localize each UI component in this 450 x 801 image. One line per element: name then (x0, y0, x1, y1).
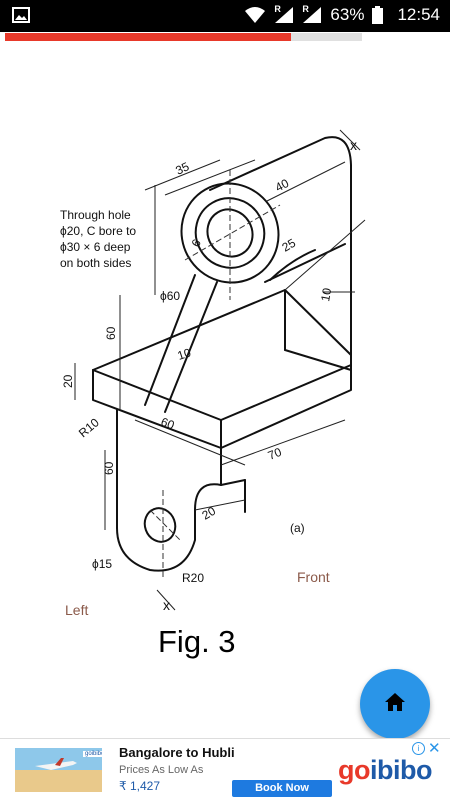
dim-phi15: ϕ15 (92, 557, 112, 571)
ad-price: ₹ 1,427 (119, 779, 160, 793)
note-line-3: ϕ30 × 6 deep (60, 240, 131, 254)
ad-logo: goibibo (338, 755, 432, 786)
image-icon (12, 6, 30, 24)
note-line-1: Through hole (60, 208, 131, 222)
ad-thumbnail: goibibo (15, 748, 102, 792)
isometric-drawing: 35 40 25 10 6 60 ϕ60 10 20 R10 60 60 70 … (60, 129, 366, 618)
dim-70: 70 (266, 445, 284, 463)
dim-60a: 60 (104, 326, 118, 340)
battery-icon (372, 6, 384, 24)
signal-icon: R (274, 4, 294, 24)
sublabel-a: (a) (290, 521, 305, 535)
dim-R10: R10 (76, 415, 102, 440)
dim-10a: 10 (318, 287, 334, 303)
ad-info-icon[interactable]: i (412, 742, 425, 755)
view-left: Left (65, 602, 88, 618)
ad-thumb-brand: goibibo (83, 751, 102, 757)
network-badge: R (274, 4, 281, 14)
progress-fill (5, 33, 291, 41)
ad-logo-part1: go (338, 755, 371, 785)
dim-60c: 60 (102, 461, 116, 475)
dim-40: 40 (273, 176, 292, 195)
note-line-2: ϕ20, C bore to (60, 224, 136, 238)
axis-x-bottom: x (163, 597, 170, 613)
ad-close-icon[interactable]: ✕ (428, 740, 441, 757)
home-icon (384, 692, 406, 717)
dim-phi60: ϕ60 (160, 289, 180, 303)
dim-60b: 60 (159, 415, 177, 433)
note-line-4: on both sides (60, 256, 131, 270)
dim-25: 25 (280, 236, 299, 255)
ad-logo-part2: ibibo (370, 755, 432, 785)
ad-title: Bangalore to Hubli (119, 745, 235, 760)
signal-icon: R (302, 4, 322, 24)
battery-percent: 63% (330, 5, 365, 24)
book-now-button[interactable]: Book Now (232, 780, 332, 797)
dim-35: 35 (173, 159, 191, 177)
dim-10b: 10 (176, 345, 193, 363)
home-button[interactable] (360, 669, 430, 739)
figure-caption: Fig. 3 (158, 624, 236, 659)
reading-progress-bar (5, 33, 362, 41)
clock: 12:54 (397, 5, 440, 24)
dim-20a: 20 (61, 374, 75, 388)
ad-banner[interactable]: goibibo Bangalore to Hubli Prices As Low… (0, 738, 450, 801)
network-badge: R (302, 4, 309, 14)
ad-subtitle: Prices As Low As (119, 764, 204, 776)
view-front: Front (297, 569, 330, 585)
dim-20b: 20 (200, 504, 219, 523)
wifi-icon (244, 6, 266, 24)
status-bar: R R 63% 12:54 (0, 0, 450, 32)
axis-x-top: x (350, 137, 357, 153)
dim-R20: R20 (182, 571, 204, 585)
